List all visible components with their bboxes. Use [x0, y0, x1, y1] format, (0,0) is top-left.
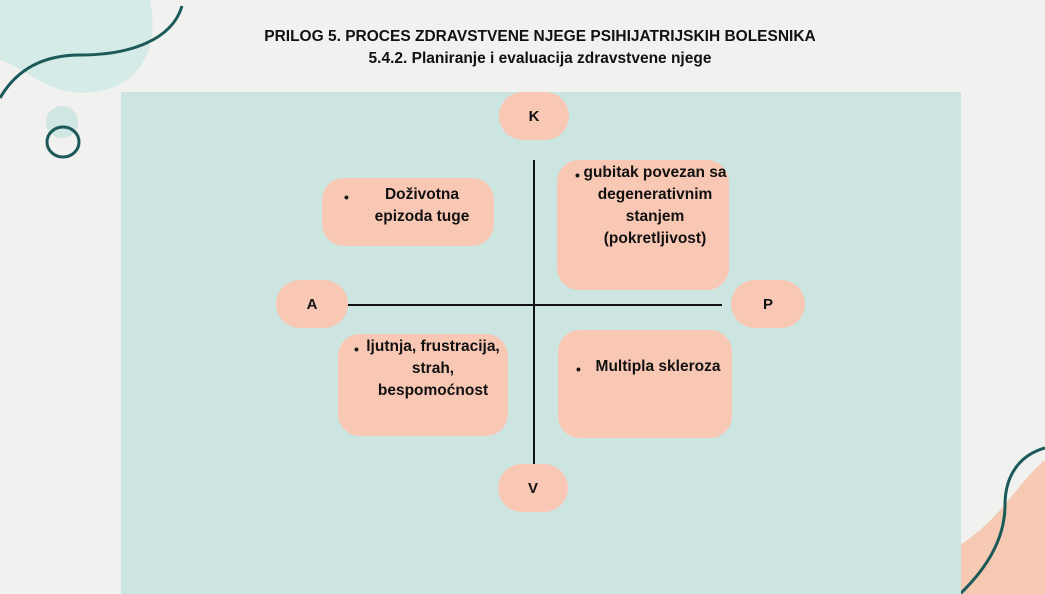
page-title: PRILOG 5. PROCES ZDRAVSTVENE NJEGE PSIHI…	[264, 28, 816, 45]
quadrant-top-right-text: gubitak povezan sa degenerativnim stanje…	[583, 164, 727, 247]
quadrant-top-left-text: Doživotna epizoda tuge	[374, 186, 470, 225]
diagram-panel	[121, 92, 961, 594]
quadrant-bottom-right: • Multipla skleroza	[558, 330, 732, 438]
bullet-icon: •	[344, 189, 349, 205]
bullet-icon: •	[575, 167, 580, 183]
bullet-icon: •	[576, 361, 581, 377]
quadrant-bottom-right-text: Multipla skleroza	[595, 358, 721, 375]
teal-curve-top-left	[0, 5, 184, 99]
peach-blob-bottom-right	[900, 460, 1045, 594]
bullet-icon: •	[354, 341, 359, 357]
teal-ring	[45, 125, 81, 159]
axis-label-right: P	[731, 280, 805, 328]
teal-curve-bottom-right	[958, 446, 1045, 594]
quadrant-bottom-left-text: ljutnja, frustracija, strah, bespomoćnos…	[366, 338, 500, 399]
page-subtitle: 5.4.2. Planiranje i evaluacija zdravstve…	[368, 50, 712, 67]
quadrant-top-right: • gubitak povezan sa degenerativnim stan…	[557, 160, 729, 290]
axis-label-top: K	[499, 92, 569, 140]
mint-blob-top-left	[0, 0, 153, 93]
vertical-axis-line	[533, 160, 535, 465]
quadrant-bottom-left: • ljutnja, frustracija, strah, bespomoćn…	[338, 334, 508, 436]
quadrant-top-left: • Doživotna epizoda tuge	[322, 178, 494, 246]
axis-label-bottom: V	[498, 464, 568, 512]
axis-label-left: A	[276, 280, 348, 328]
horizontal-axis-line	[346, 304, 722, 306]
